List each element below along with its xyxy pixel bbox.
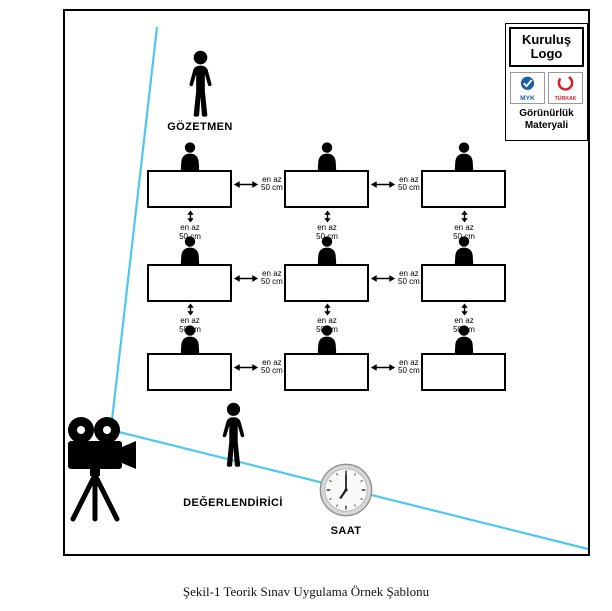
- spacing-label: en az 50 cm: [453, 223, 475, 241]
- spacing-label: en az 50 cm: [261, 268, 283, 286]
- spacing-label: en az 50 cm: [398, 174, 420, 192]
- up-down-arrow-icon: [323, 303, 332, 316]
- up-down-arrow-icon: [460, 303, 469, 316]
- desk-unit: [147, 142, 232, 208]
- turkak-logo-label: TÜRKAK: [555, 95, 577, 102]
- supervisor-label: GÖZETMEN: [167, 121, 233, 133]
- spacing-label: en az 50 cm: [398, 357, 420, 375]
- examinee-person-icon: [451, 142, 477, 170]
- left-right-arrow-icon: [370, 363, 396, 372]
- spacing-vertical: en az 50 cm: [447, 210, 481, 241]
- spacing-vertical: en az 50 cm: [173, 210, 207, 241]
- camera-icon: [58, 413, 140, 525]
- evaluator-person-icon: [216, 402, 251, 468]
- figure-caption: Şekil-1 Teorik Sınav Uygulama Örnek Şabl…: [182, 584, 430, 599]
- turkak-logo-icon: TÜRKAK: [555, 74, 577, 102]
- accreditation-logos: MYK TÜRKAK: [510, 72, 583, 104]
- left-right-arrow-icon: [370, 274, 396, 283]
- desk: [421, 264, 506, 302]
- myk-logo-label: MYK: [520, 95, 535, 102]
- left-right-arrow-icon: [233, 180, 259, 189]
- spacing-horizontal: en az 50 cm: [233, 269, 283, 287]
- myk-logo-icon: MYK: [520, 76, 535, 102]
- desk-unit: [147, 325, 232, 391]
- left-right-arrow-icon: [233, 274, 259, 283]
- desk-unit: [284, 142, 369, 208]
- desk: [284, 170, 369, 208]
- desk-unit: [284, 236, 369, 302]
- spacing-label: en az 50 cm: [179, 316, 201, 334]
- desk-unit: [421, 325, 506, 391]
- spacing-horizontal: en az 50 cm: [233, 358, 283, 376]
- left-right-arrow-icon: [233, 363, 259, 372]
- visibility-material-panel: Kuruluş Logo MYK TÜRKAK Görünürlük Mater…: [505, 23, 588, 141]
- desk-unit: [147, 236, 232, 302]
- spacing-label: en az 50 cm: [316, 223, 338, 241]
- left-right-arrow-icon: [370, 180, 396, 189]
- up-down-arrow-icon: [186, 210, 195, 223]
- spacing-horizontal: en az 50 cm: [370, 175, 420, 193]
- visibility-material-label: Görünürlük Materyali: [519, 108, 574, 131]
- clock-label: SAAT: [330, 525, 362, 537]
- supervisor-person-icon: [183, 50, 218, 118]
- spacing-label: en az 50 cm: [453, 316, 475, 334]
- desk: [147, 353, 232, 391]
- up-down-arrow-icon: [460, 210, 469, 223]
- spacing-vertical: en az 50 cm: [310, 210, 344, 241]
- spacing-horizontal: en az 50 cm: [233, 175, 283, 193]
- desk: [284, 353, 369, 391]
- turkak-logo: TÜRKAK: [548, 72, 583, 104]
- spacing-horizontal: en az 50 cm: [370, 358, 420, 376]
- desk: [147, 264, 232, 302]
- examinee-person-icon: [177, 142, 203, 170]
- desk-unit: [421, 236, 506, 302]
- up-down-arrow-icon: [186, 303, 195, 316]
- spacing-label: en az 50 cm: [261, 357, 283, 375]
- desk: [147, 170, 232, 208]
- evaluator-label: DEĞERLENDİRİCİ: [183, 497, 283, 509]
- desk: [421, 170, 506, 208]
- spacing-vertical: en az 50 cm: [310, 303, 344, 334]
- organization-logo-box: Kuruluş Logo: [509, 27, 584, 67]
- up-down-arrow-icon: [323, 210, 332, 223]
- spacing-horizontal: en az 50 cm: [370, 269, 420, 287]
- spacing-vertical: en az 50 cm: [447, 303, 481, 334]
- spacing-vertical: en az 50 cm: [173, 303, 207, 334]
- spacing-label: en az 50 cm: [398, 268, 420, 286]
- desk: [284, 264, 369, 302]
- myk-logo: MYK: [510, 72, 545, 104]
- spacing-label: en az 50 cm: [316, 316, 338, 334]
- desk-unit: [421, 142, 506, 208]
- desk: [421, 353, 506, 391]
- clock-icon: [319, 463, 373, 517]
- spacing-label: en az 50 cm: [261, 174, 283, 192]
- exam-room-frame: [63, 9, 590, 556]
- desk-unit: [284, 325, 369, 391]
- spacing-label: en az 50 cm: [179, 223, 201, 241]
- examinee-person-icon: [314, 142, 340, 170]
